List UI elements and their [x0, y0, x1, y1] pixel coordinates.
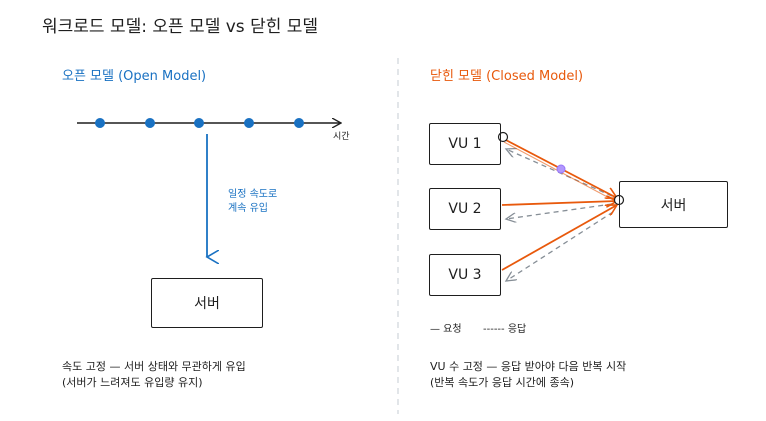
- closed-note-line-1: VU 수 고정 — 응답 받아야 다음 반복 시작: [430, 360, 627, 373]
- inflow-label-line-1: 일정 속도로: [228, 189, 278, 200]
- vu-label-1: VU 1: [448, 136, 482, 152]
- arrival-dot: [95, 118, 105, 128]
- legend-response: ------ 응답: [483, 324, 527, 335]
- open-note-line-1: 속도 고정 — 서버 상태와 무관하게 유입: [62, 360, 246, 373]
- arrival-dot: [294, 118, 304, 128]
- open-note-line-2: (서버가 느려져도 유입량 유지): [62, 376, 203, 389]
- inflow-label-line-2: 계속 유입: [228, 203, 268, 214]
- response-arrow-vu3: [506, 211, 614, 281]
- inflow-label: 일정 속도로 계속 유입: [228, 188, 318, 216]
- open-server-label: 서버: [194, 296, 220, 312]
- closed-server-box: 서버: [619, 181, 728, 228]
- closed-model-heading: 닫힌 모델 (Closed Model): [430, 69, 584, 84]
- arrival-dot: [244, 118, 254, 128]
- arrival-dot: [194, 118, 204, 128]
- vu-box-2: VU 2: [429, 188, 501, 230]
- request-arrow-vu2: [501, 201, 617, 205]
- arrival-dot: [145, 118, 155, 128]
- vu-label-3: VU 3: [448, 267, 482, 283]
- vu-box-1: VU 1: [429, 123, 501, 165]
- vu-box-3: VU 3: [429, 254, 501, 296]
- open-model-heading: 오픈 모델 (Open Model): [62, 69, 207, 84]
- time-axis-label: 시간: [333, 132, 350, 142]
- closed-note-line-2: (반복 속도가 응답 시간에 종속): [430, 376, 575, 389]
- vu-label-2: VU 2: [448, 201, 482, 217]
- midpoint-handle: [556, 164, 566, 174]
- closed-server-label: 서버: [660, 197, 687, 214]
- diagram-title: 워크로드 모델: 오픈 모델 vs 닫힌 모델: [42, 17, 319, 37]
- legend-request: — 요청: [430, 324, 462, 335]
- request-arrow-vu3: [501, 205, 617, 271]
- open-server-box: 서버: [151, 278, 263, 328]
